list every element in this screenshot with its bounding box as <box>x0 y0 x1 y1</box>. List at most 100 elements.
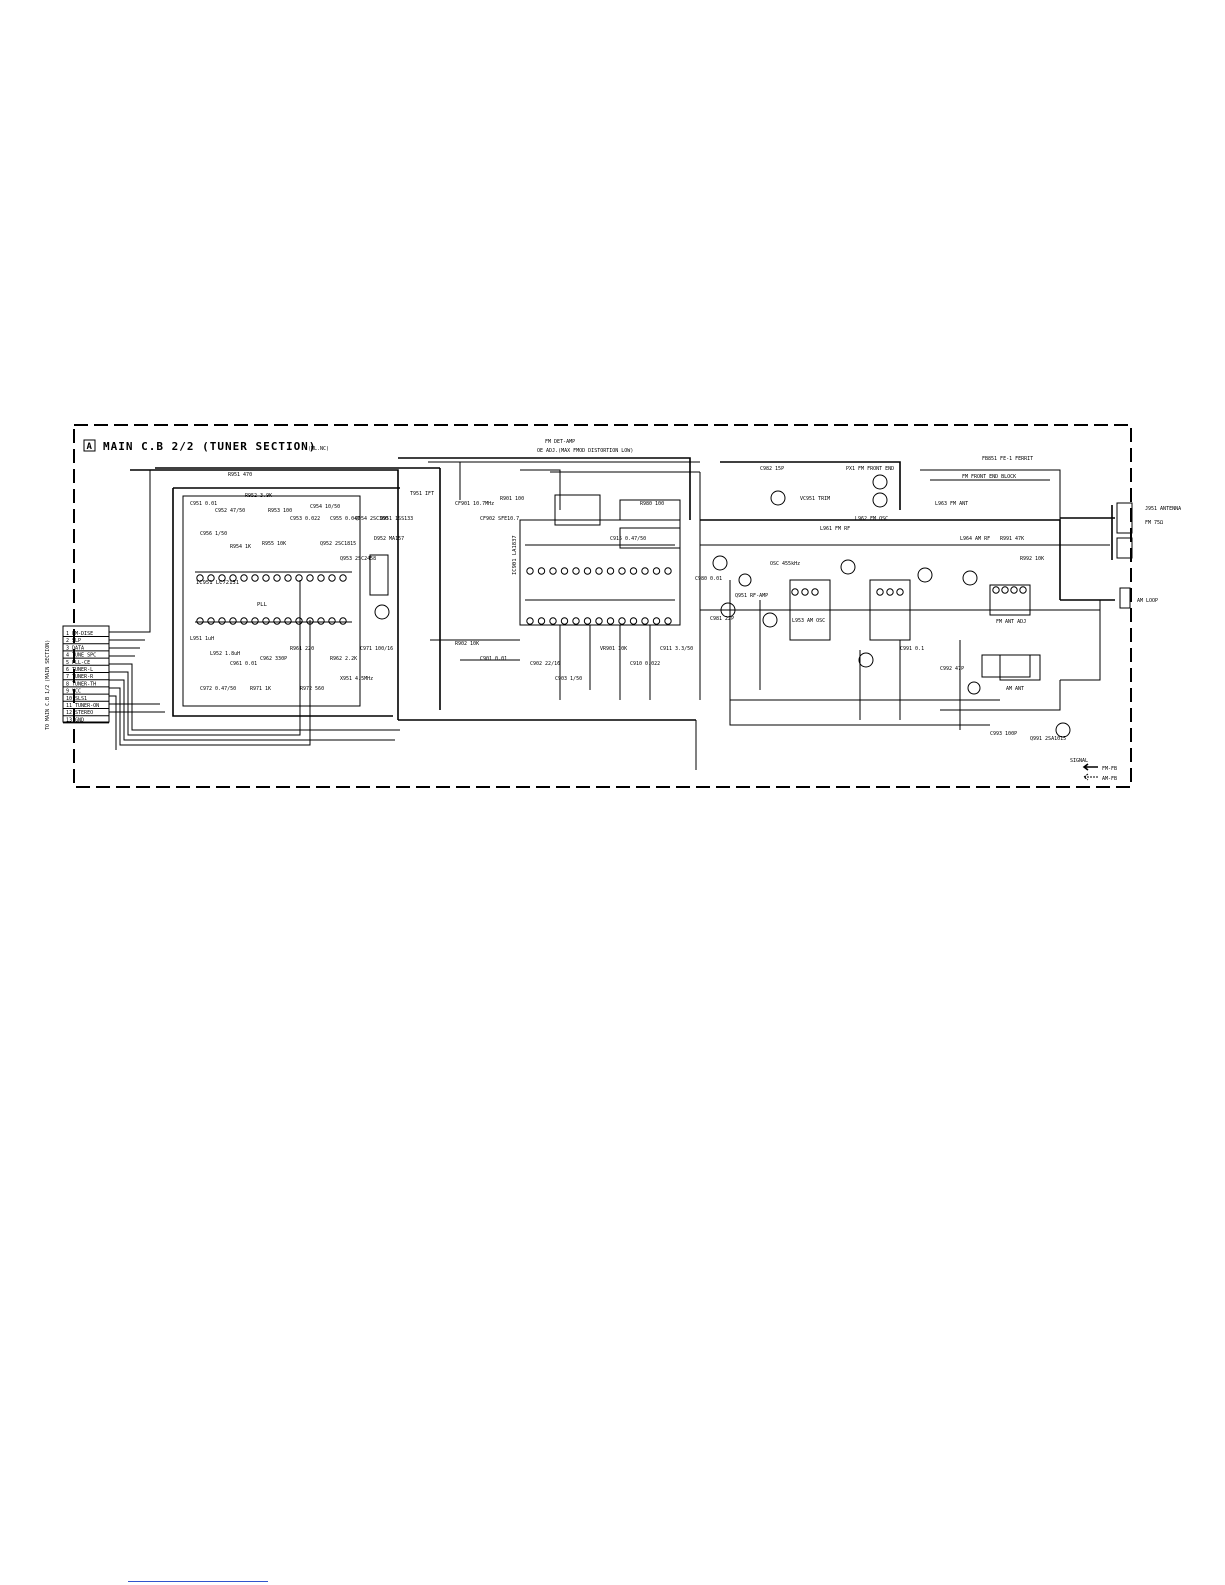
pll-bottom-pin <box>207 617 215 625</box>
legend-fm: FM-FB <box>1102 766 1117 772</box>
if-top-pin <box>549 567 557 575</box>
title-badge: A <box>87 442 93 452</box>
pll-bottom-pin <box>284 617 292 625</box>
pll-top-pin <box>328 574 336 582</box>
connector-pin-8: 8 TUNER-TH <box>66 681 96 687</box>
det-pin <box>876 588 884 596</box>
component-label: C951 0.01 <box>190 501 217 507</box>
component-label: R902 10K <box>455 641 479 647</box>
connector-pin-1: 1 FM-DISE <box>66 631 93 637</box>
component-label: X951 4.5MHz <box>340 676 373 682</box>
block-labels: IC951 LC72131 PLL FM DET-AMP OE ADJ.(MAX… <box>196 439 1181 692</box>
component-label: C982 15P <box>760 466 784 472</box>
component-label: VR901 10K <box>600 646 627 652</box>
pll-bottom-pin <box>240 617 248 625</box>
jack-am-label: AM LOOP <box>1137 598 1158 604</box>
connector-pin-7: 7 TUNER-R <box>66 674 94 680</box>
component-label: D952 MA157 <box>374 536 404 542</box>
coil-label: L953 AM OSC <box>792 618 825 624</box>
pll-bottom-pin <box>339 617 347 625</box>
osc-pin <box>791 588 799 596</box>
osc-label: OSC 455kHz <box>770 561 800 567</box>
component-label: C980 0.01 <box>695 576 722 582</box>
pll-top-pin <box>229 574 237 582</box>
component-label: D951 1SS133 <box>380 516 413 522</box>
rf-amp-label: Q951 RF-AMP <box>735 593 768 599</box>
jack-fm-label: FM 75Ω <box>1145 520 1163 526</box>
wiring <box>109 457 1133 770</box>
component-label: C981 22P <box>710 616 734 622</box>
jack-antenna-label: J951 ANTENNA <box>1145 506 1181 512</box>
component-label: C954 10/50 <box>310 504 340 510</box>
pll-top-pin <box>295 574 303 582</box>
legend-am: AM-FB <box>1102 776 1117 782</box>
component-label: R971 1K <box>250 686 271 692</box>
component-label: C952 47/50 <box>215 508 245 514</box>
component-label: CF901 10.7MHz <box>455 501 494 507</box>
connector-pin-5: 5 PLL-CE <box>66 660 90 666</box>
pll-bottom-pin <box>196 617 204 625</box>
if-top-pin <box>583 567 592 575</box>
component-label: Q954 2SC380 <box>355 516 388 522</box>
ant-pin <box>1010 586 1018 594</box>
if-bottom-pin <box>537 617 546 625</box>
if-top-pin <box>641 567 649 575</box>
component-label: R962 2.2K <box>330 656 357 662</box>
if-ic-label: IC901 LA1837 <box>512 535 518 575</box>
if-bottom-pin <box>664 617 672 625</box>
ant-pin <box>1019 586 1027 594</box>
ic-pins <box>196 567 1027 625</box>
pll-top-pin <box>207 574 215 582</box>
component-label: Q953 2SC2458 <box>340 556 376 562</box>
if-top-pin <box>664 567 672 575</box>
am-ant-label: AM ANT <box>1006 686 1024 692</box>
ant-adj-label: FM ANT ADJ <box>996 619 1026 625</box>
component-label: R980 100 <box>640 501 664 507</box>
pll-ic-label: IC951 LC72131 <box>196 580 239 586</box>
connector-pin-4: 4 TUNE SPC <box>66 653 96 659</box>
pll-top-pin <box>262 574 270 582</box>
if-top-pin <box>652 567 661 575</box>
component-label: C953 0.022 <box>290 516 320 522</box>
title-text: MAIN C.B 2/2 (TUNER SECTION) <box>103 440 316 453</box>
connector-pin-2: 2 SLP <box>66 638 81 644</box>
component-label: R991 47K <box>1000 536 1024 542</box>
component-label: C910 0.022 <box>630 661 660 667</box>
osc-pin <box>801 588 809 596</box>
if-bottom-pin <box>652 617 661 625</box>
component-label: C902 22/16 <box>530 661 560 667</box>
det-pin <box>896 588 904 596</box>
pll-top-pin <box>218 574 226 582</box>
component-label: C956 1/50 <box>200 531 227 537</box>
connector-pin-10: 10 SLS1 <box>66 696 87 702</box>
component-label: R952 3.9K <box>245 493 272 499</box>
component-label: R954 1K <box>230 544 251 550</box>
fm-note-label: OE ADJ.(MAX FMOD DISTORTION LOW) <box>537 448 633 454</box>
footer-link-rule <box>128 1581 268 1582</box>
if-top-pin <box>618 567 626 575</box>
if-top-pin <box>595 567 603 575</box>
component-label: T951 IFT <box>410 491 434 497</box>
pll-top-pin <box>284 574 292 582</box>
if-bottom-pin <box>606 617 615 625</box>
if-bottom-pin <box>549 617 557 625</box>
component-label: C962 330P <box>260 656 287 662</box>
if-top-pin <box>537 567 546 575</box>
pll-top-pin <box>306 574 314 582</box>
connector-pin-12: 12 STEREO <box>66 710 93 716</box>
if-bottom-pin <box>526 617 534 625</box>
title-suffix: (ML.NC) <box>308 446 329 452</box>
connector-pin-6: 6 TUNER-L <box>66 667 93 673</box>
front-end-note: FM FRONT END BLOCK <box>962 474 1016 480</box>
pll-bottom-pin <box>273 617 281 625</box>
if-bottom-pin <box>583 617 592 625</box>
if-bottom-pin <box>595 617 603 625</box>
component-label: C993 100P <box>990 731 1017 737</box>
left-note: TO MAIN C.B 1/2 (MAIN SECTION) <box>45 640 51 730</box>
pll-bottom-pin <box>306 617 314 625</box>
signal-legend: SIGNAL FM-FB AM-FB <box>1070 758 1117 782</box>
pll-tag: PLL <box>257 602 268 608</box>
component-label: R961 220 <box>290 646 314 652</box>
